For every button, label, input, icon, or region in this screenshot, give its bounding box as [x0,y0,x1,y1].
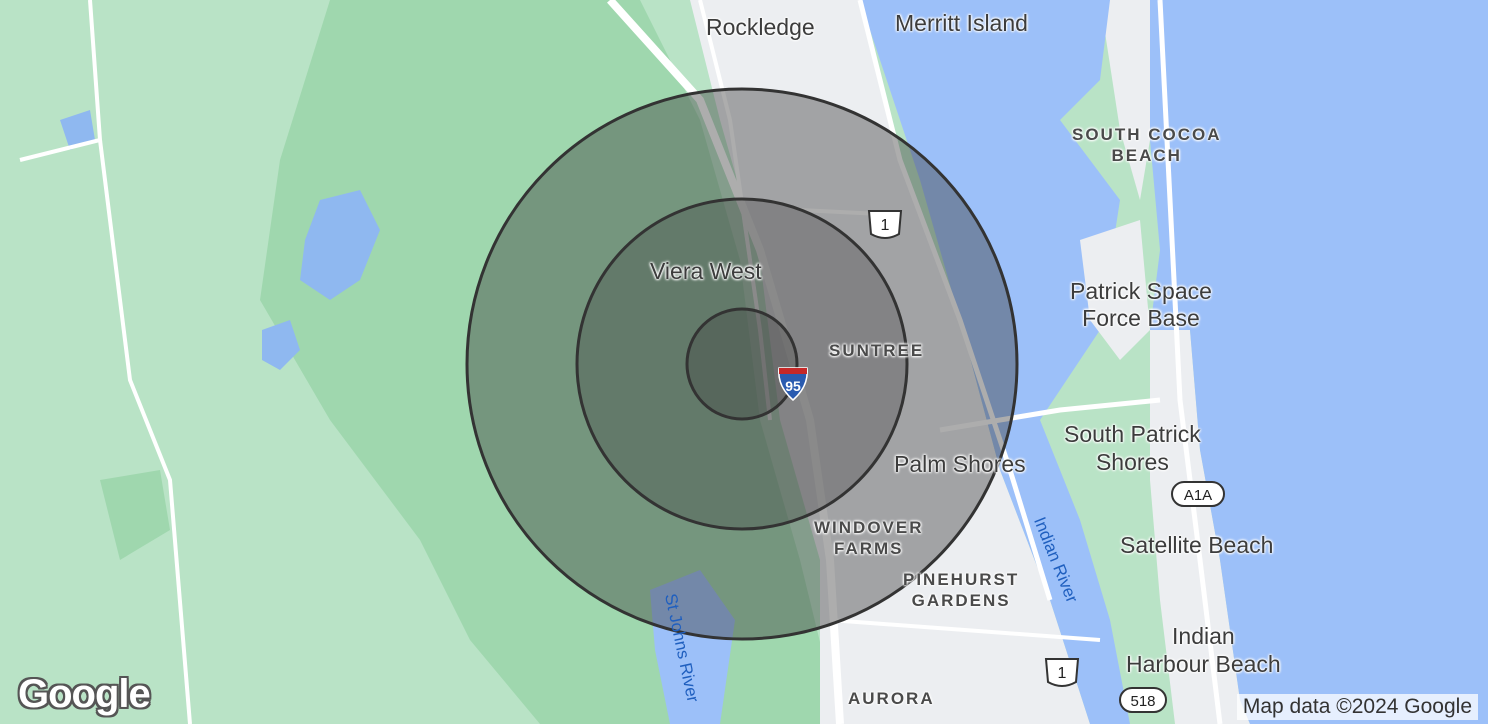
place-indian-harbour-line2: Harbour Beach [1126,651,1281,677]
place-windover-farms: WINDOVER FARMS [814,517,924,559]
st-johns-river-water [650,570,735,724]
place-pinehurst-gardens: PINEHURST GARDENS [903,569,1019,611]
state-route-shield-icon: 518 [1119,687,1167,713]
place-patrick-line1: Patrick Space [1070,278,1212,304]
us1-north-number: 1 [881,217,890,234]
google-logo: Google [18,672,151,716]
indian-river-water [860,0,1130,724]
map-attribution[interactable]: Map data ©2024 Google [1236,694,1478,720]
place-south-patrick-shores: South Patrick Shores [1064,420,1201,476]
place-indian-harbour-beach: Indian Harbour Beach [1126,622,1281,678]
place-pinehurst-line1: PINEHURST [903,570,1020,589]
place-windover-line1: WINDOVER [814,518,924,537]
sr518-number: 518 [1130,693,1155,710]
state-route-shield-icon: A1A [1171,481,1225,507]
barrier-island-urban [1150,330,1250,724]
park-patch [100,470,170,560]
us-route-shield-icon: 1 [867,210,903,239]
north-island-urban [1100,0,1150,200]
lake-small [262,320,300,370]
place-viera-west: Viera West [650,258,762,284]
a1a-number: A1A [1184,487,1212,504]
radius-ring-inner [685,307,799,421]
place-satellite-beach: Satellite Beach [1120,532,1274,558]
place-patrick-line2: Force Base [1082,305,1200,331]
place-patrick-space-force-base: Patrick Space Force Base [1070,278,1212,332]
radius-ring-middle [575,197,909,531]
place-south-cocoa-beach-line2: BEACH [1111,146,1182,165]
place-pinehurst-line2: GARDENS [911,591,1011,610]
radius-rings [465,87,1019,641]
place-south-patrick-line2: Shores [1095,449,1169,475]
pond [60,110,95,150]
place-indian-harbour-line1: Indian [1172,623,1235,649]
lake [300,190,380,300]
place-palm-shores: Palm Shores [894,451,1026,477]
us-route-shield-icon: 1 [1044,658,1080,687]
place-suntree: SUNTREE [829,341,925,360]
place-south-cocoa-beach: SOUTH COCOA BEACH [1072,124,1222,166]
interstate-shield-icon: 95 [778,367,808,401]
urban-area [690,0,1090,724]
place-aurora: AURORA [848,689,935,708]
roads [19,0,1223,724]
place-merritt-island: Merritt Island [895,10,1028,36]
park-area [260,0,840,724]
place-windover-line2: FARMS [834,539,904,558]
us1-south-number: 1 [1058,665,1067,682]
ocean-water [1150,0,1488,724]
place-rockledge: Rockledge [706,14,815,40]
place-south-patrick-line1: South Patrick [1064,421,1201,447]
i95-number: 95 [785,378,801,394]
patrick-base-land [1080,220,1150,360]
place-south-cocoa-beach-line1: SOUTH COCOA [1072,125,1222,144]
